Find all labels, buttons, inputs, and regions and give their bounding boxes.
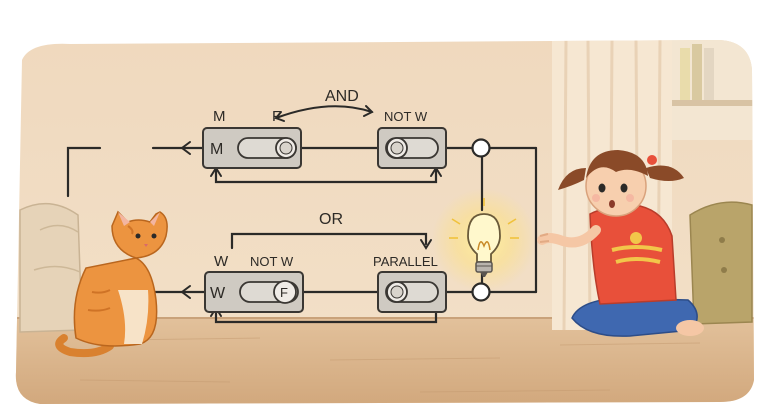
switch-not-w-top-label: NOT W (384, 109, 428, 124)
switch-m[interactable] (202, 127, 302, 169)
and-label: AND (325, 88, 359, 105)
cat-figure (55, 210, 168, 358)
switch-w-knob[interactable] (273, 280, 297, 304)
switch-w-label-right: NOT W (250, 254, 294, 269)
switch-parallel-label: PARALLEL (373, 254, 438, 269)
junction-bottom (471, 282, 491, 302)
switch-w-knob-letter: F (280, 285, 288, 300)
switch-w-letter: W (210, 285, 226, 302)
armchair-right (689, 201, 753, 325)
light-bulb-icon (449, 198, 519, 277)
junction-top (471, 138, 491, 158)
arrows (180, 105, 442, 317)
switch-m-label-right: F (272, 108, 281, 125)
switch-parallel[interactable] (377, 271, 447, 313)
switch-w[interactable] (204, 271, 304, 313)
girl-shirt (589, 204, 677, 305)
girl-figure (537, 150, 704, 337)
circuit-wires (66, 146, 538, 324)
or-label: OR (319, 211, 343, 228)
shelf (672, 40, 755, 140)
armchair-left (19, 202, 83, 333)
girl-jeans (571, 297, 698, 337)
switch-w-label-left: W (214, 253, 229, 270)
switch-not-w-top[interactable] (377, 127, 447, 169)
circuit-labels: AND M F M NOT W OR W NOT W W F PARALLEL (210, 88, 438, 302)
switch-m-label-left: M (213, 108, 226, 125)
switch-m-letter: M (210, 141, 223, 158)
